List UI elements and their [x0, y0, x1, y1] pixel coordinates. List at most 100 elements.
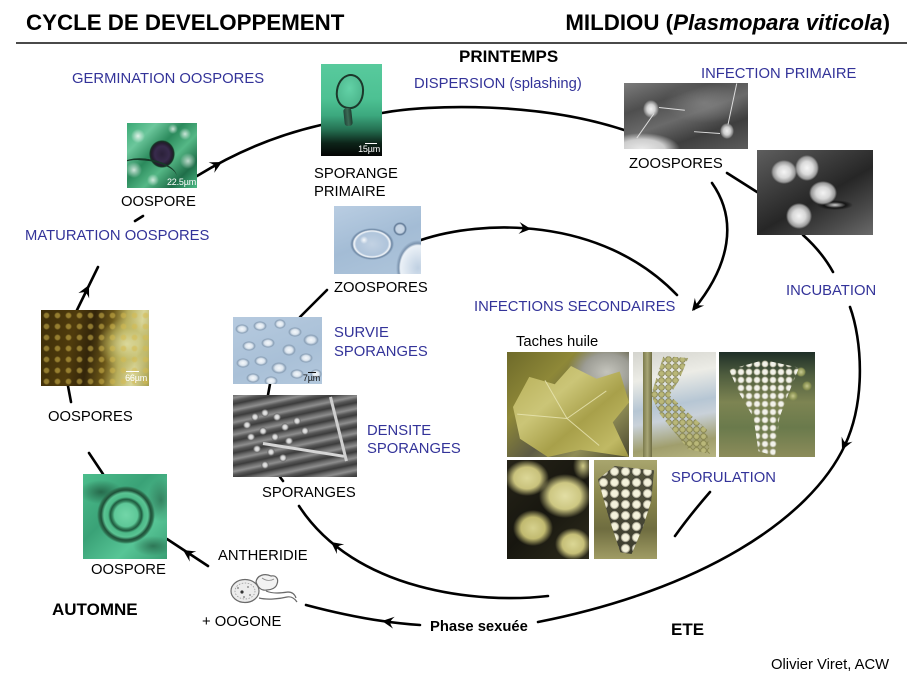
- arrowhead-to-sporanges: [331, 542, 345, 555]
- germinating-oospore-micrograph: 22.5µm: [127, 123, 197, 188]
- arrowhead-to-secondary-infections: [692, 297, 705, 311]
- connector-zoospores-to-stoma: [725, 171, 759, 194]
- stage-germination-label: GERMINATION OOSPORES: [72, 71, 265, 87]
- stage-secondary-infections-label: INFECTIONS SECONDAIRES: [474, 299, 676, 315]
- flower-buds: [651, 356, 710, 454]
- arrowhead-to-autumn-oospore: [183, 550, 197, 562]
- arrowhead-to-sporange-primaire: [208, 162, 222, 173]
- header-divider: [16, 42, 907, 44]
- stage-incubation-label: INCUBATION: [786, 283, 877, 299]
- flagellum: [727, 83, 738, 125]
- sporulating-flower-cluster-photo: [719, 352, 815, 457]
- cytoplasm-granule: [243, 596, 245, 598]
- oogonium-label: + OOGONE: [202, 614, 282, 630]
- primary-sporangium-label-line2: PRIMAIRE: [314, 184, 386, 200]
- oosphere-nucleus: [240, 590, 244, 594]
- sporangiophore-stalk: [329, 396, 348, 462]
- scale-label: 66µm: [125, 373, 147, 383]
- scale-bar: [126, 371, 139, 372]
- connector-oospore-to-oospores: [87, 451, 105, 476]
- stage-survival-label-line1: SURVIE: [334, 325, 389, 341]
- connector-survie-to-sporanges: [266, 382, 272, 397]
- antheridium: [255, 574, 279, 591]
- sporangium-stalk: [343, 107, 353, 127]
- page-title: CYCLE DE DEVELOPPEMENT: [26, 10, 345, 35]
- antheridium-label: ANTHERIDIE: [218, 548, 308, 564]
- season-autumn-label: AUTOMNE: [52, 600, 138, 619]
- sporangia-survival-micrograph: 7µm: [233, 317, 322, 384]
- connector-dispersion-arc: [380, 105, 626, 132]
- connector-sexual-phase-to-antheridie: [304, 603, 422, 627]
- stage-density-label-line2: SPORANGES: [367, 441, 461, 457]
- grape-leaf: [513, 366, 629, 457]
- arrowhead-incubation-descent: [841, 436, 853, 450]
- connector-maturation-to-oospore: [133, 214, 145, 223]
- oogonium-inner-wall: [234, 582, 256, 600]
- sporulating-leaves-photo: [507, 460, 589, 559]
- arrowhead-to-antheridie: [382, 616, 395, 629]
- connector-sporanges-tick: [278, 475, 285, 483]
- connector-infection-to-incubation: [801, 233, 835, 274]
- cytoplasm-granule: [249, 594, 251, 596]
- connector-sporulation-tail: [673, 490, 712, 538]
- oil-spots-label: Taches huile: [516, 334, 599, 350]
- stage-density-label-line1: DENSITE: [367, 423, 432, 439]
- connector-oospores-label: [66, 384, 73, 404]
- autumn-oospore-micrograph: [83, 474, 167, 559]
- closing-parenthesis: ): [882, 10, 890, 35]
- maturing-oospores-micrograph: 66µm: [41, 310, 149, 386]
- infected-inflorescence-photo: [633, 352, 716, 457]
- infected-grapes-photo: [594, 460, 657, 559]
- scale-label: 7µm: [302, 373, 320, 383]
- connector-zoospores-to-survie: [298, 288, 329, 319]
- vine-stem: [643, 352, 652, 457]
- connector-lines: [66, 105, 862, 627]
- season-spring-label: PRINTEMPS: [459, 47, 559, 66]
- species-name: Plasmopara viticola: [673, 10, 883, 35]
- connector-oospore-to-sporange-primaire: [195, 123, 323, 178]
- sporangiophores-sem-micrograph: [233, 395, 357, 477]
- antheridium-fold: [261, 577, 275, 581]
- connector-sporulation-to-sporanges: [297, 504, 550, 600]
- season-summer-label: ETE: [671, 620, 705, 639]
- disease-name: MILDIOU (: [565, 10, 674, 35]
- oospore-germinating-label: OOSPORE: [121, 194, 196, 210]
- zoospores-secondary-label: ZOOSPORES: [334, 280, 428, 296]
- secondary-zoospores-micrograph: [334, 206, 421, 274]
- disease-title: MILDIOU (Plasmopara viticola): [565, 10, 890, 35]
- zoospores-primary-label: ZOOSPORES: [629, 156, 723, 172]
- grape-bunch: [598, 466, 654, 554]
- scale-label: 22.5µm: [167, 177, 196, 187]
- primary-sporangium-label-line1: SPORANGE: [314, 166, 398, 182]
- sexual-phase-label: Phase sexuée: [430, 619, 528, 635]
- sporangium-shape: [333, 72, 367, 111]
- flagellum: [694, 131, 721, 134]
- sporangiophore-branch: [262, 442, 345, 458]
- oogonium-stalk: [258, 596, 298, 603]
- connector-secondary-cycle-arc: [419, 226, 679, 297]
- connector-zoospores-to-secondary-infections: [692, 181, 729, 311]
- antheridium-stalk: [265, 590, 297, 599]
- primary-sporangium-micrograph: 15µm: [321, 64, 382, 156]
- arrowhead-to-maturation: [78, 285, 90, 299]
- zoospores-at-stoma-sem-micrograph: [757, 150, 873, 235]
- scale-bar: [308, 372, 316, 373]
- flagellum: [636, 113, 655, 139]
- oospore-autumn-label: OOSPORE: [91, 562, 166, 578]
- stage-maturation-label: MATURATION OOSPORES: [25, 228, 210, 244]
- cytoplasm-granule: [247, 586, 249, 588]
- scale-label: 15µm: [358, 144, 380, 154]
- cytoplasm-granule: [237, 587, 239, 589]
- oospores-maturing-label: OOSPORES: [48, 409, 133, 425]
- stage-primary-infection-label: INFECTION PRIMAIRE: [701, 66, 857, 82]
- connector-summer-to-sexual-phase: [536, 443, 847, 624]
- connector-incubation-descent: [843, 305, 862, 447]
- antheridium-oogonium-drawing: [230, 574, 298, 604]
- stage-sporulation-label: SPORULATION: [671, 470, 776, 486]
- stage-survival-label-line2: SPORANGES: [334, 344, 428, 360]
- flagellum: [658, 107, 685, 111]
- stage-dispersion-label: DISPERSION (splashing): [414, 76, 582, 92]
- author-credit: Olivier Viret, ACW: [771, 657, 890, 673]
